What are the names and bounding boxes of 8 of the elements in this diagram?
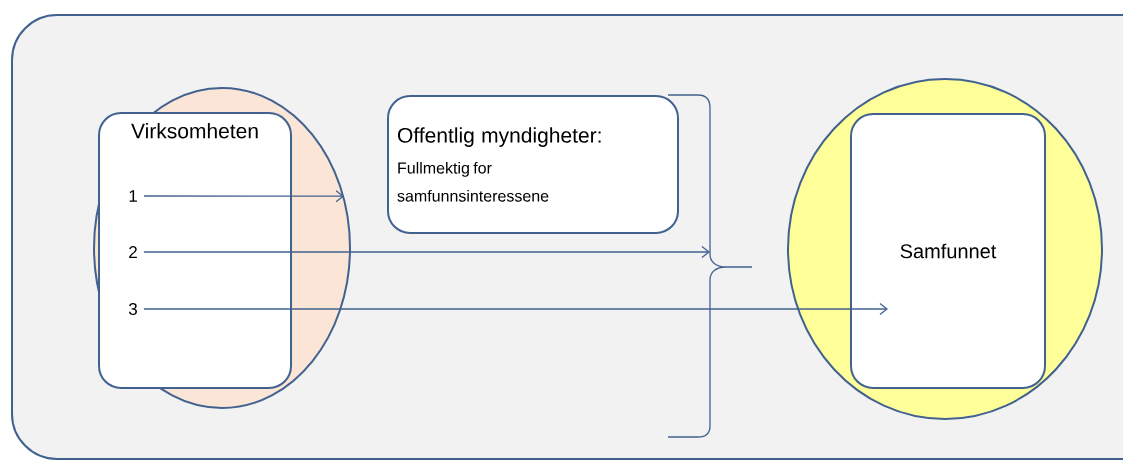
number: 2	[129, 246, 137, 258]
number: 1	[129, 190, 137, 202]
arrow	[143, 245, 710, 259]
arrow	[143, 190, 345, 203]
text-box: Offentlig myndigheter: Fullmektig for samfunnsinteressene	[387, 95, 679, 234]
arrow	[143, 302, 888, 316]
text-box: Samfunnet	[850, 113, 1046, 389]
number: 3	[128, 302, 137, 315]
